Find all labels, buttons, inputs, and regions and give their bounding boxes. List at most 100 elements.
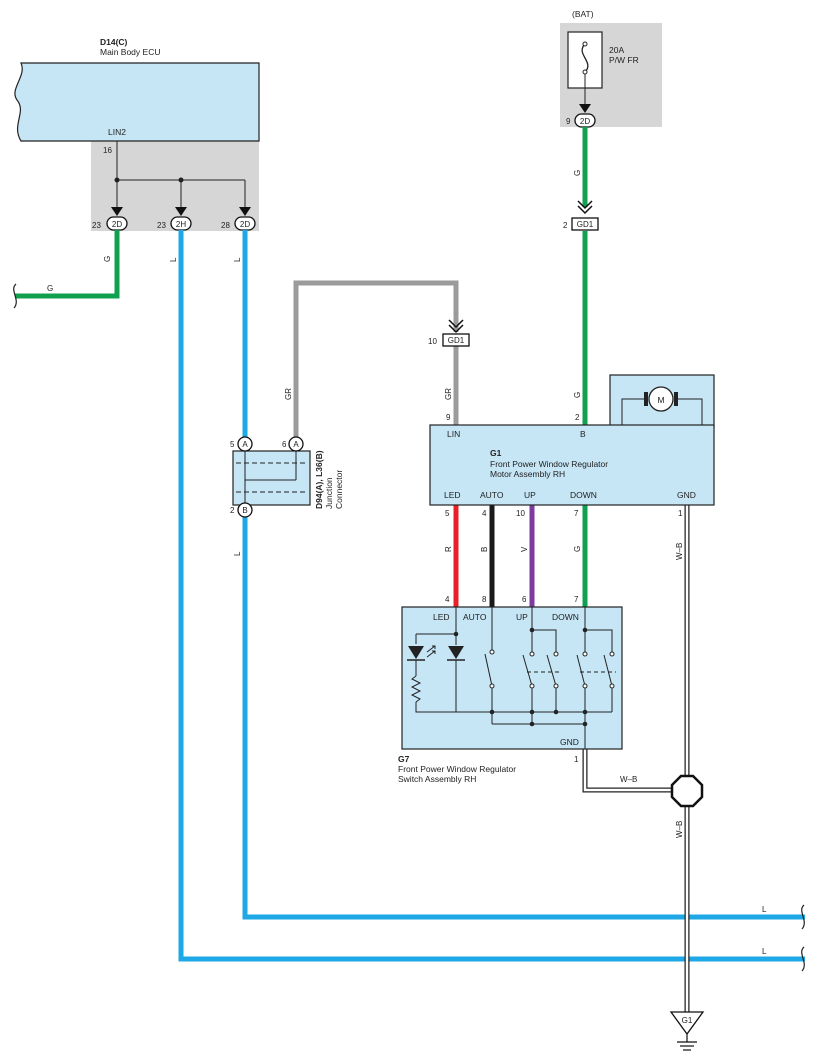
main-body-ecu: D14(C) Main Body ECU LIN2 16 23 2D 23 — [14, 37, 260, 231]
svg-text:V: V — [520, 546, 529, 552]
wire-break-left — [13, 283, 17, 309]
svg-text:GD1: GD1 — [448, 336, 465, 345]
switch-internal-wiring — [415, 607, 616, 749]
ground-point: G1 — [669, 1011, 705, 1051]
svg-text:B: B — [480, 547, 489, 552]
motor-terminal-up: UP — [524, 490, 536, 500]
svg-text:L: L — [169, 257, 178, 262]
motor-pin-lin: 9 — [446, 413, 451, 422]
svg-text:2D: 2D — [580, 117, 590, 126]
svg-text:W–B: W–B — [620, 775, 637, 784]
svg-text:W–B: W–B — [675, 543, 684, 560]
svg-text:10: 10 — [428, 337, 437, 346]
wires — [13, 127, 805, 1015]
switch-pin-down: 7 — [574, 595, 579, 604]
svg-text:GR: GR — [444, 388, 453, 400]
wire-blue-junction-out — [242, 516, 805, 920]
battery-label: (BAT) — [572, 9, 594, 19]
motor-terminal-gnd: GND — [677, 490, 696, 500]
svg-text:R: R — [444, 546, 453, 552]
svg-text:GD1: GD1 — [577, 220, 594, 229]
motor-body — [429, 424, 715, 506]
switch-id: G7 — [398, 754, 410, 764]
svg-text:2: 2 — [230, 506, 235, 515]
svg-text:W–B: W–B — [675, 821, 684, 838]
motor-pin-led: 5 — [445, 509, 450, 518]
svg-text:G: G — [103, 256, 112, 262]
junction-internal — [236, 451, 307, 505]
svg-text:9: 9 — [566, 117, 571, 126]
ecu-terminal-lin2: LIN2 — [108, 127, 126, 137]
svg-text:G: G — [573, 392, 582, 398]
switch-pin-gnd: 1 — [574, 755, 579, 764]
motor-pin-auto: 4 — [482, 509, 487, 518]
svg-text:M: M — [657, 395, 664, 405]
switch-terminal-gnd: GND — [560, 737, 579, 747]
ecu-connector-2d-b: 28 2D — [221, 216, 256, 231]
switch-terminal-led: LED — [433, 612, 450, 622]
junction-pin-6a: 6 A — [282, 436, 304, 452]
ecu-junction-dots — [114, 177, 184, 183]
junction-body — [232, 450, 311, 506]
svg-text:GR: GR — [284, 388, 293, 400]
motor-terminal-led: LED — [444, 490, 461, 500]
motor-pin-down: 7 — [574, 509, 579, 518]
svg-text:2: 2 — [563, 221, 568, 230]
motor-assembly: M 9 2 LIN B G1 Front Power Window Regula… — [429, 374, 715, 518]
wire-break-right-1 — [801, 904, 805, 930]
wire-color-labels: G G L L GR GR L G G R B V G W–B W–B W–B … — [47, 170, 767, 956]
diode-icon — [447, 646, 465, 661]
motor-name-1: Front Power Window Regulator — [490, 459, 608, 469]
junction-pin-5a: 5 A — [230, 436, 253, 452]
led-indicator-icon — [407, 645, 436, 661]
motor-pin-b: 2 — [575, 413, 580, 422]
battery-fuse-box: (BAT) 20A P/W FR 9 2D — [560, 9, 662, 128]
motor-pin-gnd: 1 — [678, 509, 683, 518]
motor-terminal-auto: AUTO — [480, 490, 504, 500]
splice-point-icon — [670, 774, 704, 808]
wire-break-right-2 — [801, 946, 805, 972]
motor-id: G1 — [490, 448, 502, 458]
fuse-terminal-top — [582, 41, 588, 47]
svg-text:6: 6 — [282, 440, 287, 449]
svg-text:A: A — [242, 440, 248, 449]
wire-blue-2h — [178, 230, 805, 962]
switch-name-1: Front Power Window Regulator — [398, 764, 516, 774]
motor-internal-wiring — [621, 398, 703, 425]
ecu-id: D14(C) — [100, 37, 128, 47]
junction-id: D94(A), L36(B) — [314, 450, 324, 509]
ground-code: G1 — [682, 1016, 693, 1025]
inline-connector-gd1-bat: 2 GD1 — [563, 200, 599, 231]
switch-junction-dots — [453, 627, 588, 727]
motor-terminal-lin: LIN — [447, 429, 460, 439]
ecu-connector-area — [91, 141, 259, 231]
switch-assembly: 4 8 6 7 LED AUTO UP DOWN — [398, 595, 623, 784]
svg-text:2H: 2H — [176, 220, 186, 229]
junction-pin-2b: 2 B — [230, 502, 253, 518]
svg-text:23: 23 — [157, 221, 166, 230]
switch-contacts — [489, 649, 615, 689]
junction-name-2: Connector — [334, 470, 344, 509]
fuse-terminal-bottom — [582, 69, 588, 75]
svg-text:G: G — [573, 546, 582, 552]
fuse-name: P/W FR — [609, 55, 639, 65]
junction-name-1: Junction — [324, 477, 334, 509]
svg-text:5: 5 — [230, 440, 235, 449]
ecu-connector-arrows — [111, 207, 251, 216]
ecu-name: Main Body ECU — [100, 47, 160, 57]
svg-text:G: G — [573, 170, 582, 176]
svg-text:L: L — [233, 551, 242, 556]
switch-name-2: Switch Assembly RH — [398, 774, 476, 784]
switch-body — [401, 606, 623, 750]
fuse-icon — [581, 43, 589, 73]
svg-text:L: L — [233, 257, 242, 262]
switch-pin-up: 6 — [522, 595, 527, 604]
svg-text:L: L — [762, 947, 767, 956]
wire-wb-switch-gnd-inner — [583, 749, 687, 792]
svg-text:B: B — [242, 506, 247, 515]
svg-text:23: 23 — [92, 221, 101, 230]
wire-gray-lin — [293, 280, 459, 437]
switch-pin-auto: 8 — [482, 595, 487, 604]
switch-terminal-up: UP — [516, 612, 528, 622]
